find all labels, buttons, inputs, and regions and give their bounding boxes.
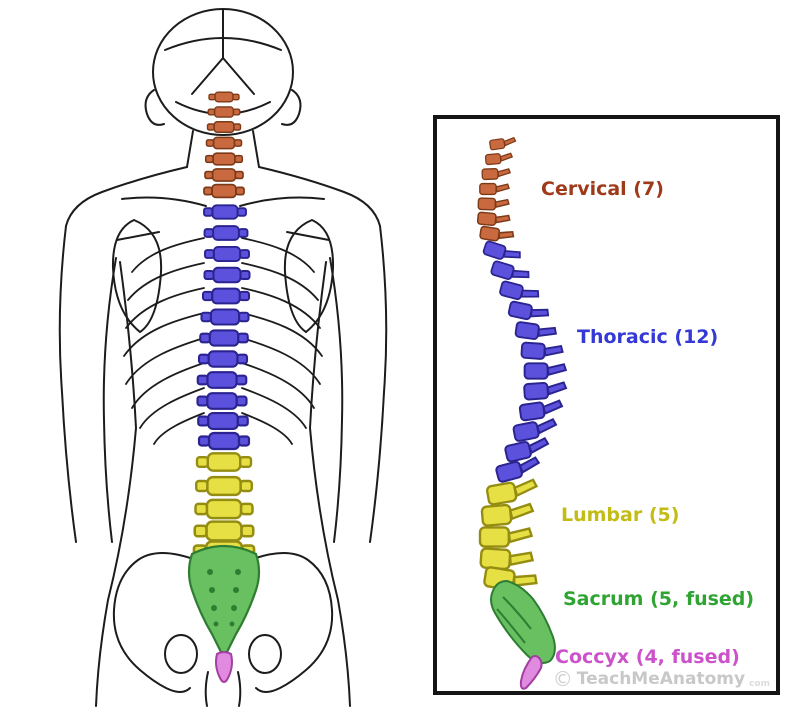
copyright-icon: © xyxy=(552,667,573,691)
label-cervical: Cervical (7) xyxy=(541,178,664,200)
spine-panel: Cervical (7) Thoracic (12) Lumbar (5) Sa… xyxy=(433,115,780,695)
ribs xyxy=(123,237,323,445)
sacrum-posterior xyxy=(187,544,261,661)
left-ear xyxy=(144,89,165,126)
watermark-text: TeachMeAnatomy xyxy=(576,669,746,689)
left-scapula xyxy=(111,218,163,334)
label-sacrum: Sacrum (5, fused) xyxy=(563,588,755,610)
sacrum-lateral xyxy=(490,579,556,664)
watermark: © TeachMeAnatomy com xyxy=(553,667,770,691)
label-coccyx: Coccyx (4, fused) xyxy=(555,646,740,668)
right-ear xyxy=(281,89,302,126)
lateral-spine-figure xyxy=(476,136,568,690)
pelvis-outline xyxy=(112,552,334,707)
watermark-suffix: com xyxy=(749,679,770,689)
posterior-figure xyxy=(58,8,388,707)
right-scapula xyxy=(283,218,335,334)
spine-lumbar-lateral xyxy=(478,477,540,595)
coccyx-posterior xyxy=(215,651,233,683)
spine-cervical-lateral xyxy=(476,136,517,245)
coccyx-lateral xyxy=(519,655,543,690)
spine-thoracic-lateral xyxy=(481,239,568,484)
sacral-foramina xyxy=(207,569,241,627)
body-outline xyxy=(58,8,388,707)
label-lumbar: Lumbar (5) xyxy=(561,504,680,526)
spine-lumbar-posterior xyxy=(192,452,256,562)
spine-cervical-posterior xyxy=(203,91,245,199)
label-thoracic: Thoracic (12) xyxy=(577,326,719,348)
